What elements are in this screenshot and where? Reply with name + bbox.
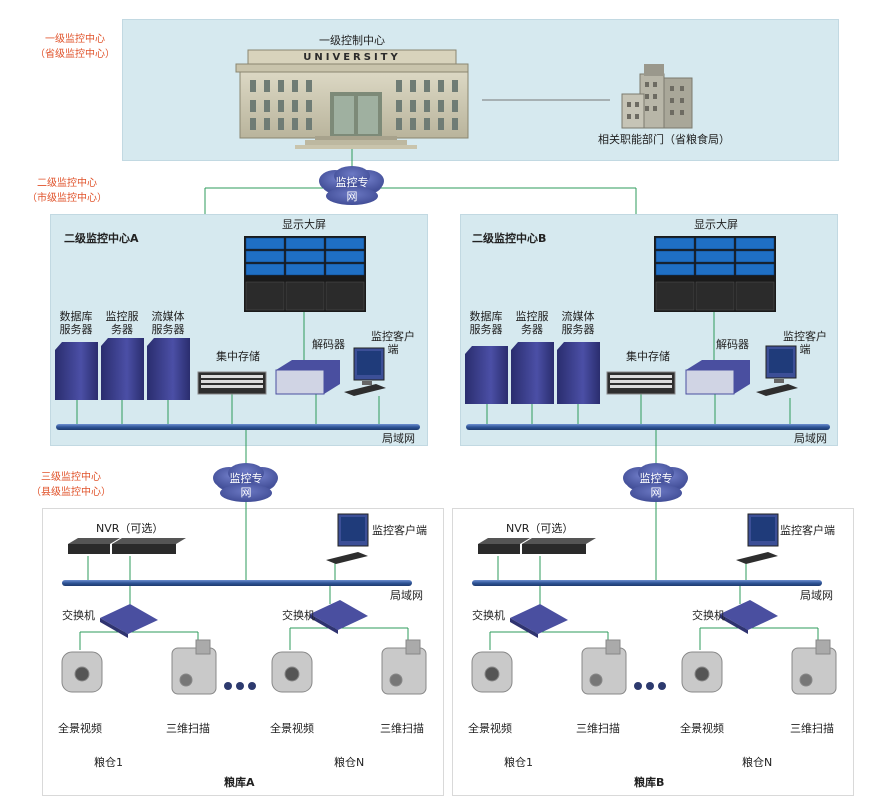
center-a-server-db-label: 数据库服务器 bbox=[59, 310, 93, 336]
depot-a-cam-3d-2-label: 三维扫描 bbox=[380, 722, 424, 735]
lan-bar-b bbox=[466, 424, 830, 430]
center-a-client-label: 监控客户端 bbox=[371, 330, 415, 356]
ellipsis-dots-a bbox=[224, 682, 256, 690]
depot-b-client-label: 监控客户端 bbox=[780, 524, 835, 537]
cloud-a-label: 监控专网 bbox=[229, 472, 263, 499]
depot-a-cam-pano-1-label: 全景视频 bbox=[58, 722, 102, 735]
client-pc-b bbox=[756, 345, 798, 396]
level3-label: 三级监控中心 （县级监控中心） bbox=[26, 470, 116, 500]
center-a-lan-label: 局域网 bbox=[382, 432, 415, 445]
depot-b-name: 粮库B bbox=[634, 776, 665, 789]
cameras-depot-b bbox=[471, 639, 837, 695]
depot-a-client-label: 监控客户端 bbox=[372, 524, 427, 537]
depot-b-cam-3d-2-label: 三维扫描 bbox=[790, 722, 834, 735]
cloud-b bbox=[623, 463, 688, 502]
center-b-server-monitor-label: 监控服务器 bbox=[515, 310, 549, 336]
ellipsis-dots-b bbox=[634, 682, 666, 690]
center-b-decoder-label: 解码器 bbox=[716, 338, 749, 351]
center-a-storage-label: 集中存储 bbox=[216, 350, 260, 363]
switch-depot-a-2 bbox=[310, 600, 368, 634]
depot-b-granary-n-label: 粮仓N bbox=[742, 756, 773, 769]
center-a-decoder-label: 解码器 bbox=[312, 338, 345, 351]
depot-b-zone bbox=[452, 508, 854, 796]
cloud-a bbox=[213, 463, 278, 502]
lan-bar-a bbox=[56, 424, 420, 430]
department-label: 相关职能部门（省粮食局） bbox=[598, 133, 730, 146]
client-pc-depot-a bbox=[326, 513, 369, 564]
lan-bar-depot-a bbox=[62, 580, 412, 586]
center-a-title: 二级监控中心A bbox=[64, 232, 139, 245]
center-b-display-label: 显示大屏 bbox=[694, 218, 738, 231]
university-building bbox=[235, 49, 469, 149]
cameras-depot-a bbox=[61, 639, 427, 695]
level3-label-line2: （县级监控中心） bbox=[31, 487, 111, 498]
servers-a bbox=[55, 338, 190, 400]
decoder-b bbox=[685, 360, 750, 395]
depot-a-granary-n-label: 粮仓N bbox=[334, 756, 365, 769]
depot-a-switch-2-label: 交换机 bbox=[282, 609, 315, 622]
center-b-server-stream-label: 流媒体服务器 bbox=[561, 310, 595, 336]
level2-label-line1: 二级监控中心 bbox=[37, 178, 97, 189]
nvr-a bbox=[68, 538, 186, 554]
depot-b-switch-2-label: 交换机 bbox=[692, 609, 725, 622]
client-pc-a bbox=[344, 347, 386, 396]
video-wall-b bbox=[654, 236, 776, 312]
level1-label-line1: 一级监控中心 bbox=[45, 34, 105, 45]
top-center-title: 一级控制中心 bbox=[319, 34, 385, 47]
switch-depot-b-2 bbox=[720, 600, 778, 634]
depot-a-switch-1-label: 交换机 bbox=[62, 609, 95, 622]
level3-label-line1: 三级监控中心 bbox=[41, 472, 101, 483]
client-pc-depot-b bbox=[736, 513, 779, 564]
level1-label: 一级监控中心 （省级监控中心） bbox=[30, 32, 120, 62]
level2-label: 二级监控中心 （市级监控中心） bbox=[22, 176, 112, 206]
center-b-client-label: 监控客户端 bbox=[783, 330, 827, 356]
depot-b-nvr-label: NVR（可选） bbox=[506, 522, 574, 535]
storage-b bbox=[606, 371, 676, 395]
building-sign: UNIVERSITY bbox=[303, 52, 401, 63]
cloud-b-label: 监控专网 bbox=[639, 472, 673, 499]
depot-b-cam-pano-2-label: 全景视频 bbox=[680, 722, 724, 735]
depot-a-lan-label: 局域网 bbox=[390, 589, 423, 602]
decoder-a bbox=[275, 360, 340, 395]
video-wall-a bbox=[244, 236, 366, 312]
storage-a bbox=[197, 371, 267, 395]
level2-label-line2: （市级监控中心） bbox=[27, 193, 107, 204]
center-b-server-db-label: 数据库服务器 bbox=[469, 310, 503, 336]
lan-bar-depot-b bbox=[472, 580, 822, 586]
center-a-display-label: 显示大屏 bbox=[282, 218, 326, 231]
servers-b bbox=[465, 342, 600, 404]
center-b-storage-label: 集中存储 bbox=[626, 350, 670, 363]
switch-depot-b-1 bbox=[510, 604, 568, 638]
depot-a-granary-1-label: 粮仓1 bbox=[94, 756, 123, 769]
depot-b-lan-label: 局域网 bbox=[800, 589, 833, 602]
center-b-lan-label: 局域网 bbox=[794, 432, 827, 445]
depot-b-cam-pano-1-label: 全景视频 bbox=[468, 722, 512, 735]
depot-b-granary-1-label: 粮仓1 bbox=[504, 756, 533, 769]
center-a-server-monitor-label: 监控服务器 bbox=[105, 310, 139, 336]
depot-a-name: 粮库A bbox=[224, 776, 255, 789]
depot-a-nvr-label: NVR（可选） bbox=[96, 522, 164, 535]
center-b-title: 二级监控中心B bbox=[472, 232, 547, 245]
depot-b-cam-3d-1-label: 三维扫描 bbox=[576, 722, 620, 735]
cloud-top bbox=[319, 166, 384, 205]
depot-a-cam-pano-2-label: 全景视频 bbox=[270, 722, 314, 735]
depot-b-switch-1-label: 交换机 bbox=[472, 609, 505, 622]
department-building bbox=[621, 64, 693, 129]
cloud-top-label: 监控专网 bbox=[335, 176, 369, 203]
depot-a-zone bbox=[42, 508, 444, 796]
switch-depot-a-1 bbox=[100, 604, 158, 638]
nvr-b bbox=[478, 538, 596, 554]
depot-a-cam-3d-1-label: 三维扫描 bbox=[166, 722, 210, 735]
center-a-server-stream-label: 流媒体服务器 bbox=[151, 310, 185, 336]
level1-label-line2: （省级监控中心） bbox=[35, 49, 115, 60]
